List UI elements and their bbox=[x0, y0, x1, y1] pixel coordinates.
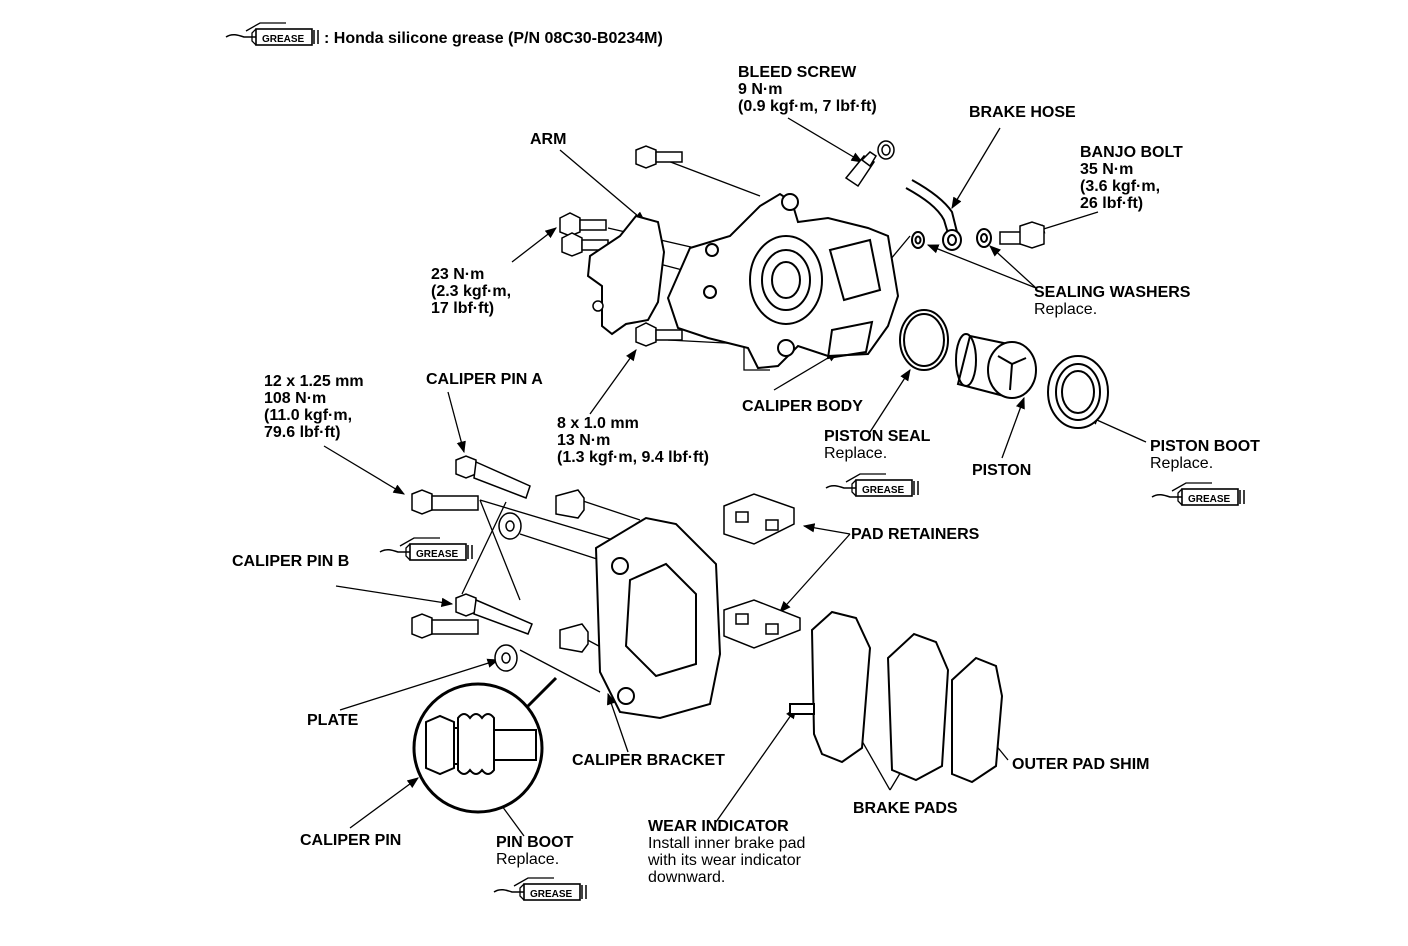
piston-seal-label: PISTON SEAL bbox=[824, 428, 931, 445]
bleed-screw-torque-alt: (0.9 kgf·m, 7 lbf·ft) bbox=[738, 98, 877, 115]
pin-detail-zoom bbox=[412, 676, 558, 814]
brake-hose-label: BRAKE HOSE bbox=[969, 104, 1076, 121]
sealing-washers-part bbox=[911, 228, 992, 249]
caliper-body-label: CALIPER BODY bbox=[742, 398, 863, 415]
banjo-bolt-part bbox=[999, 221, 1045, 249]
caliper-bracket-part bbox=[594, 516, 722, 720]
grease-badge: GREASE bbox=[416, 549, 459, 560]
banjo-bolt-torque-alt1: (3.6 kgf·m, bbox=[1080, 178, 1161, 195]
pin-bolt-12mm-part bbox=[411, 489, 479, 515]
pin-bolt-12mm-size: 12 x 1.25 mm bbox=[264, 373, 364, 390]
wear-indicator-note-line2: with its wear indicator bbox=[648, 852, 801, 869]
arm-bolt-torque: 23 N·m bbox=[431, 266, 485, 283]
arm-bolt-torque-alt2: 17 lbf·ft) bbox=[431, 300, 495, 317]
piston-boot-part bbox=[1047, 355, 1109, 429]
plates-part bbox=[494, 512, 522, 672]
pin-bolt-12mm-torque: 108 N·m bbox=[264, 390, 327, 407]
caliper-pin-b-label: CALIPER PIN B bbox=[232, 553, 350, 570]
grease-badge: GREASE bbox=[1188, 494, 1231, 505]
pin-bolt-8mm-size: 8 x 1.0 mm bbox=[557, 415, 639, 432]
caliper-pin-b-part bbox=[455, 593, 533, 635]
plate-label: PLATE bbox=[307, 712, 359, 729]
pad-retainers-label: PAD RETAINERS bbox=[851, 526, 980, 543]
bolt-lower-8mm bbox=[635, 322, 683, 347]
pin-bolt-12mm-torque-alt1: (11.0 kgf·m, bbox=[264, 407, 353, 424]
caliper-body-part bbox=[666, 192, 900, 370]
piston-label: PISTON bbox=[972, 462, 1032, 479]
brake-hose-part bbox=[905, 179, 962, 251]
outer-pad-shim-label: OUTER PAD SHIM bbox=[1012, 756, 1150, 773]
banjo-bolt-torque-alt2: 26 lbf·ft) bbox=[1080, 195, 1144, 212]
piston-seal-note: Replace. bbox=[824, 445, 888, 462]
arm-bolts bbox=[559, 212, 609, 257]
pad-retainers-part bbox=[723, 493, 801, 649]
wear-indicator-label: WEAR INDICATOR bbox=[648, 818, 789, 835]
outer-pad-shim-part bbox=[951, 656, 1004, 784]
pin-bolt-8mm-torque-alt: (1.3 kgf·m, 9.4 lbf·ft) bbox=[557, 449, 710, 466]
brake-pads-part bbox=[789, 610, 950, 782]
banjo-bolt-label: BANJO BOLT bbox=[1080, 144, 1183, 161]
wear-indicator-note-line1: Install inner brake pad bbox=[648, 835, 806, 852]
piston-part bbox=[955, 333, 1037, 399]
arm-bolt-torque-alt1: (2.3 kgf·m, bbox=[431, 283, 512, 300]
wear-indicator-note-line3: downward. bbox=[648, 869, 726, 886]
bleed-screw-label: BLEED SCREW bbox=[738, 64, 857, 81]
pin-boot-note: Replace. bbox=[496, 851, 560, 868]
bolt-upper bbox=[635, 145, 683, 169]
pin-bolt-8mm-torque: 13 N·m bbox=[557, 432, 611, 449]
piston-boot-note: Replace. bbox=[1150, 455, 1214, 472]
pin-boot-label: PIN BOOT bbox=[496, 834, 574, 851]
pin-boots-part bbox=[555, 489, 589, 653]
piston-boot-label: PISTON BOOT bbox=[1150, 438, 1260, 455]
legend-text: : Honda silicone grease (P/N 08C30-B0234… bbox=[324, 30, 663, 47]
pin-bolt-lower-part bbox=[411, 613, 479, 639]
caliper-pin-a-part bbox=[455, 455, 531, 499]
grease-badge: GREASE bbox=[262, 34, 305, 45]
grease-badge: GREASE bbox=[862, 485, 905, 496]
banjo-bolt-torque: 35 N·m bbox=[1080, 161, 1134, 178]
caliper-pin-a-label: CALIPER PIN A bbox=[426, 371, 543, 388]
bleed-screw bbox=[844, 140, 895, 188]
caliper-bracket-label: CALIPER BRACKET bbox=[572, 752, 725, 769]
arm-part bbox=[586, 214, 666, 336]
caliper-pin-label: CALIPER PIN bbox=[300, 832, 402, 849]
sealing-washers-label: SEALING WASHERS bbox=[1034, 284, 1191, 301]
piston-seal-part bbox=[899, 309, 949, 371]
bleed-screw-torque: 9 N·m bbox=[738, 81, 783, 98]
brake-pads-label: BRAKE PADS bbox=[853, 800, 958, 817]
arm-label: ARM bbox=[530, 131, 567, 148]
pin-bolt-12mm-torque-alt2: 79.6 lbf·ft) bbox=[264, 424, 341, 441]
grease-badge: GREASE bbox=[530, 889, 573, 900]
sealing-washers-note: Replace. bbox=[1034, 301, 1098, 318]
